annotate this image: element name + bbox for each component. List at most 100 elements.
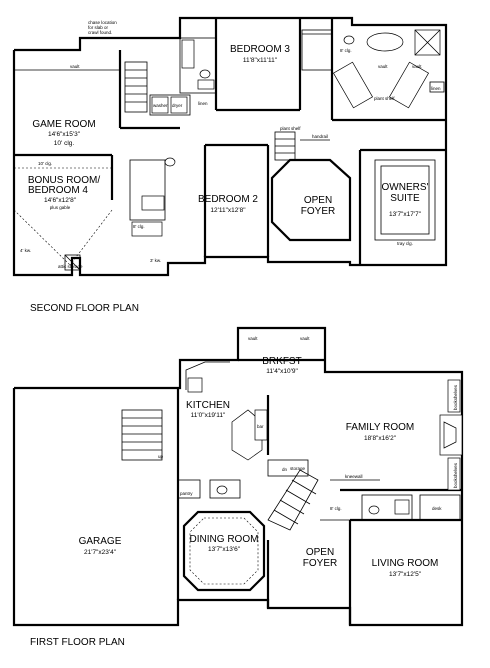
bookshelves-note-b: bookshelves xyxy=(453,462,458,488)
attic-hatch xyxy=(64,254,81,271)
first-open-foyer-label-1: OPEN xyxy=(306,547,334,558)
living-room-dims: 13'7"x12'5" xyxy=(389,571,422,578)
handrail-note: handrail xyxy=(312,134,328,139)
foyer-stair xyxy=(267,469,319,531)
kw-3-note: 3' kw. xyxy=(150,258,161,263)
toilet-icon xyxy=(343,35,355,45)
second-open-foyer-label-2: FOYER xyxy=(301,206,335,217)
tub-icon xyxy=(366,32,404,52)
storage-note: storage xyxy=(290,466,306,471)
bookshelves-note-a: bookshelves xyxy=(453,384,458,410)
gable-line xyxy=(69,209,113,266)
game-room-note: 10' clg. xyxy=(54,140,75,147)
second-floor-plan xyxy=(12,16,448,277)
bookshelves xyxy=(447,379,461,413)
living-room-label: LIVING ROOM xyxy=(372,558,439,569)
garage-dims: 21'7"x23'4" xyxy=(84,549,117,556)
laundry xyxy=(149,94,191,116)
bedroom2-label: BEDROOM 2 xyxy=(198,194,258,205)
game-room-label: GAME ROOM xyxy=(32,119,95,130)
desk xyxy=(419,494,461,521)
toilet-icon xyxy=(199,69,211,79)
owners-suite-note: tray clg. xyxy=(397,241,413,246)
toilet-icon xyxy=(216,485,228,495)
clg-8b-note: 8' clg. xyxy=(133,224,145,229)
brkfst-label: BRKFST xyxy=(262,356,301,367)
tub-icon xyxy=(181,39,195,69)
kneewall-note: kneewall xyxy=(345,474,363,479)
clg-8-note: 8' clg. xyxy=(340,48,352,53)
sink-icon xyxy=(197,79,215,90)
hatch-line xyxy=(64,254,81,271)
chase-note-2: for slab or xyxy=(88,25,109,30)
owners-suite-label-2: SUITE xyxy=(390,193,420,204)
family-room-dims: 18'8"x16'2" xyxy=(364,435,397,442)
dining-room-outline xyxy=(182,510,266,592)
desk-note: desk xyxy=(432,506,442,511)
bonus-room-note: plus gable xyxy=(50,205,71,210)
bonus-room-label-1: BONUS ROOM/ xyxy=(28,175,100,186)
game-room-dims: 14'6"x15'3" xyxy=(48,131,81,138)
toilet-icon xyxy=(164,157,176,167)
stair-tread xyxy=(291,479,317,495)
gable-line xyxy=(13,209,71,266)
second-floor-outer-wall xyxy=(12,16,448,277)
linen-closet xyxy=(429,81,445,93)
bedroom3-dims: 11'8"x11'11" xyxy=(243,57,278,64)
second-open-foyer-label-1: OPEN xyxy=(304,195,332,206)
dining-ceiling xyxy=(189,517,259,585)
stair-upper xyxy=(267,459,309,477)
toilet-icon xyxy=(368,505,380,515)
washer-icon xyxy=(151,96,169,114)
closet xyxy=(301,29,333,71)
tray-ceiling xyxy=(374,159,436,241)
chase-note-3: crawl found. xyxy=(88,30,112,35)
owners-suite-label-1: OWNERS' xyxy=(382,182,429,193)
clg-8-first-note: 8' clg. xyxy=(330,506,342,511)
vault-note-first-b: vault xyxy=(300,336,310,341)
bonus-room-clg: 10' clg. xyxy=(38,161,52,166)
owners-suite-dims: 13'7"x17'7" xyxy=(389,211,422,218)
second-floor-title: SECOND FLOOR PLAN xyxy=(30,303,139,314)
bedroom3-label: BEDROOM 3 xyxy=(230,44,290,55)
stair xyxy=(121,409,163,461)
bar-note: bar xyxy=(257,424,264,429)
stair-tread xyxy=(285,489,311,505)
fireplace-inner xyxy=(443,421,457,449)
bookshelves xyxy=(447,457,461,491)
sink-icon xyxy=(187,377,203,393)
tub-icon xyxy=(131,221,163,237)
sink-icon xyxy=(141,195,165,211)
stair-tread xyxy=(279,499,305,515)
plant-shelf-note-b: plant shelf xyxy=(374,96,395,101)
first-open-foyer-label-2: FOYER xyxy=(303,558,337,569)
vault-note-first-a: vault xyxy=(248,336,258,341)
first-floor-title: FIRST FLOOR PLAN xyxy=(30,637,125,648)
pantry-note: pantry xyxy=(180,491,193,496)
half-bath xyxy=(209,479,241,499)
bonus-room-dims: 14'6"x12'8" xyxy=(44,197,77,204)
brkfst-dims: 11'4"x10'9" xyxy=(266,368,298,375)
dining-room-label: DINING ROOM xyxy=(190,534,259,545)
up-note: up xyxy=(158,454,164,459)
kitchen-counter xyxy=(185,361,230,390)
vault-note-a: vault xyxy=(70,64,80,69)
bedroom2-dims: 12'11"x12'8" xyxy=(210,207,246,214)
first-floor-outer-wall xyxy=(12,326,464,627)
sink-icon xyxy=(394,499,410,515)
stair xyxy=(124,61,148,113)
kw-4-note: 4' kw. xyxy=(20,248,31,253)
attic-note: attic storage xyxy=(58,264,83,269)
dn-note: dn xyxy=(282,467,288,472)
tray-ceiling-inner xyxy=(380,165,430,235)
garage-label: GARAGE xyxy=(79,536,122,547)
dryer-icon xyxy=(170,96,188,114)
washer-note: washer xyxy=(153,103,168,108)
plant-shelf-note: plant shelf xyxy=(280,126,301,131)
vanity xyxy=(388,61,430,109)
first-floor-plan xyxy=(12,326,464,627)
dryer-note: dryer xyxy=(172,103,183,108)
open-foyer-outline xyxy=(270,158,352,242)
linen-note: linen xyxy=(198,101,208,106)
